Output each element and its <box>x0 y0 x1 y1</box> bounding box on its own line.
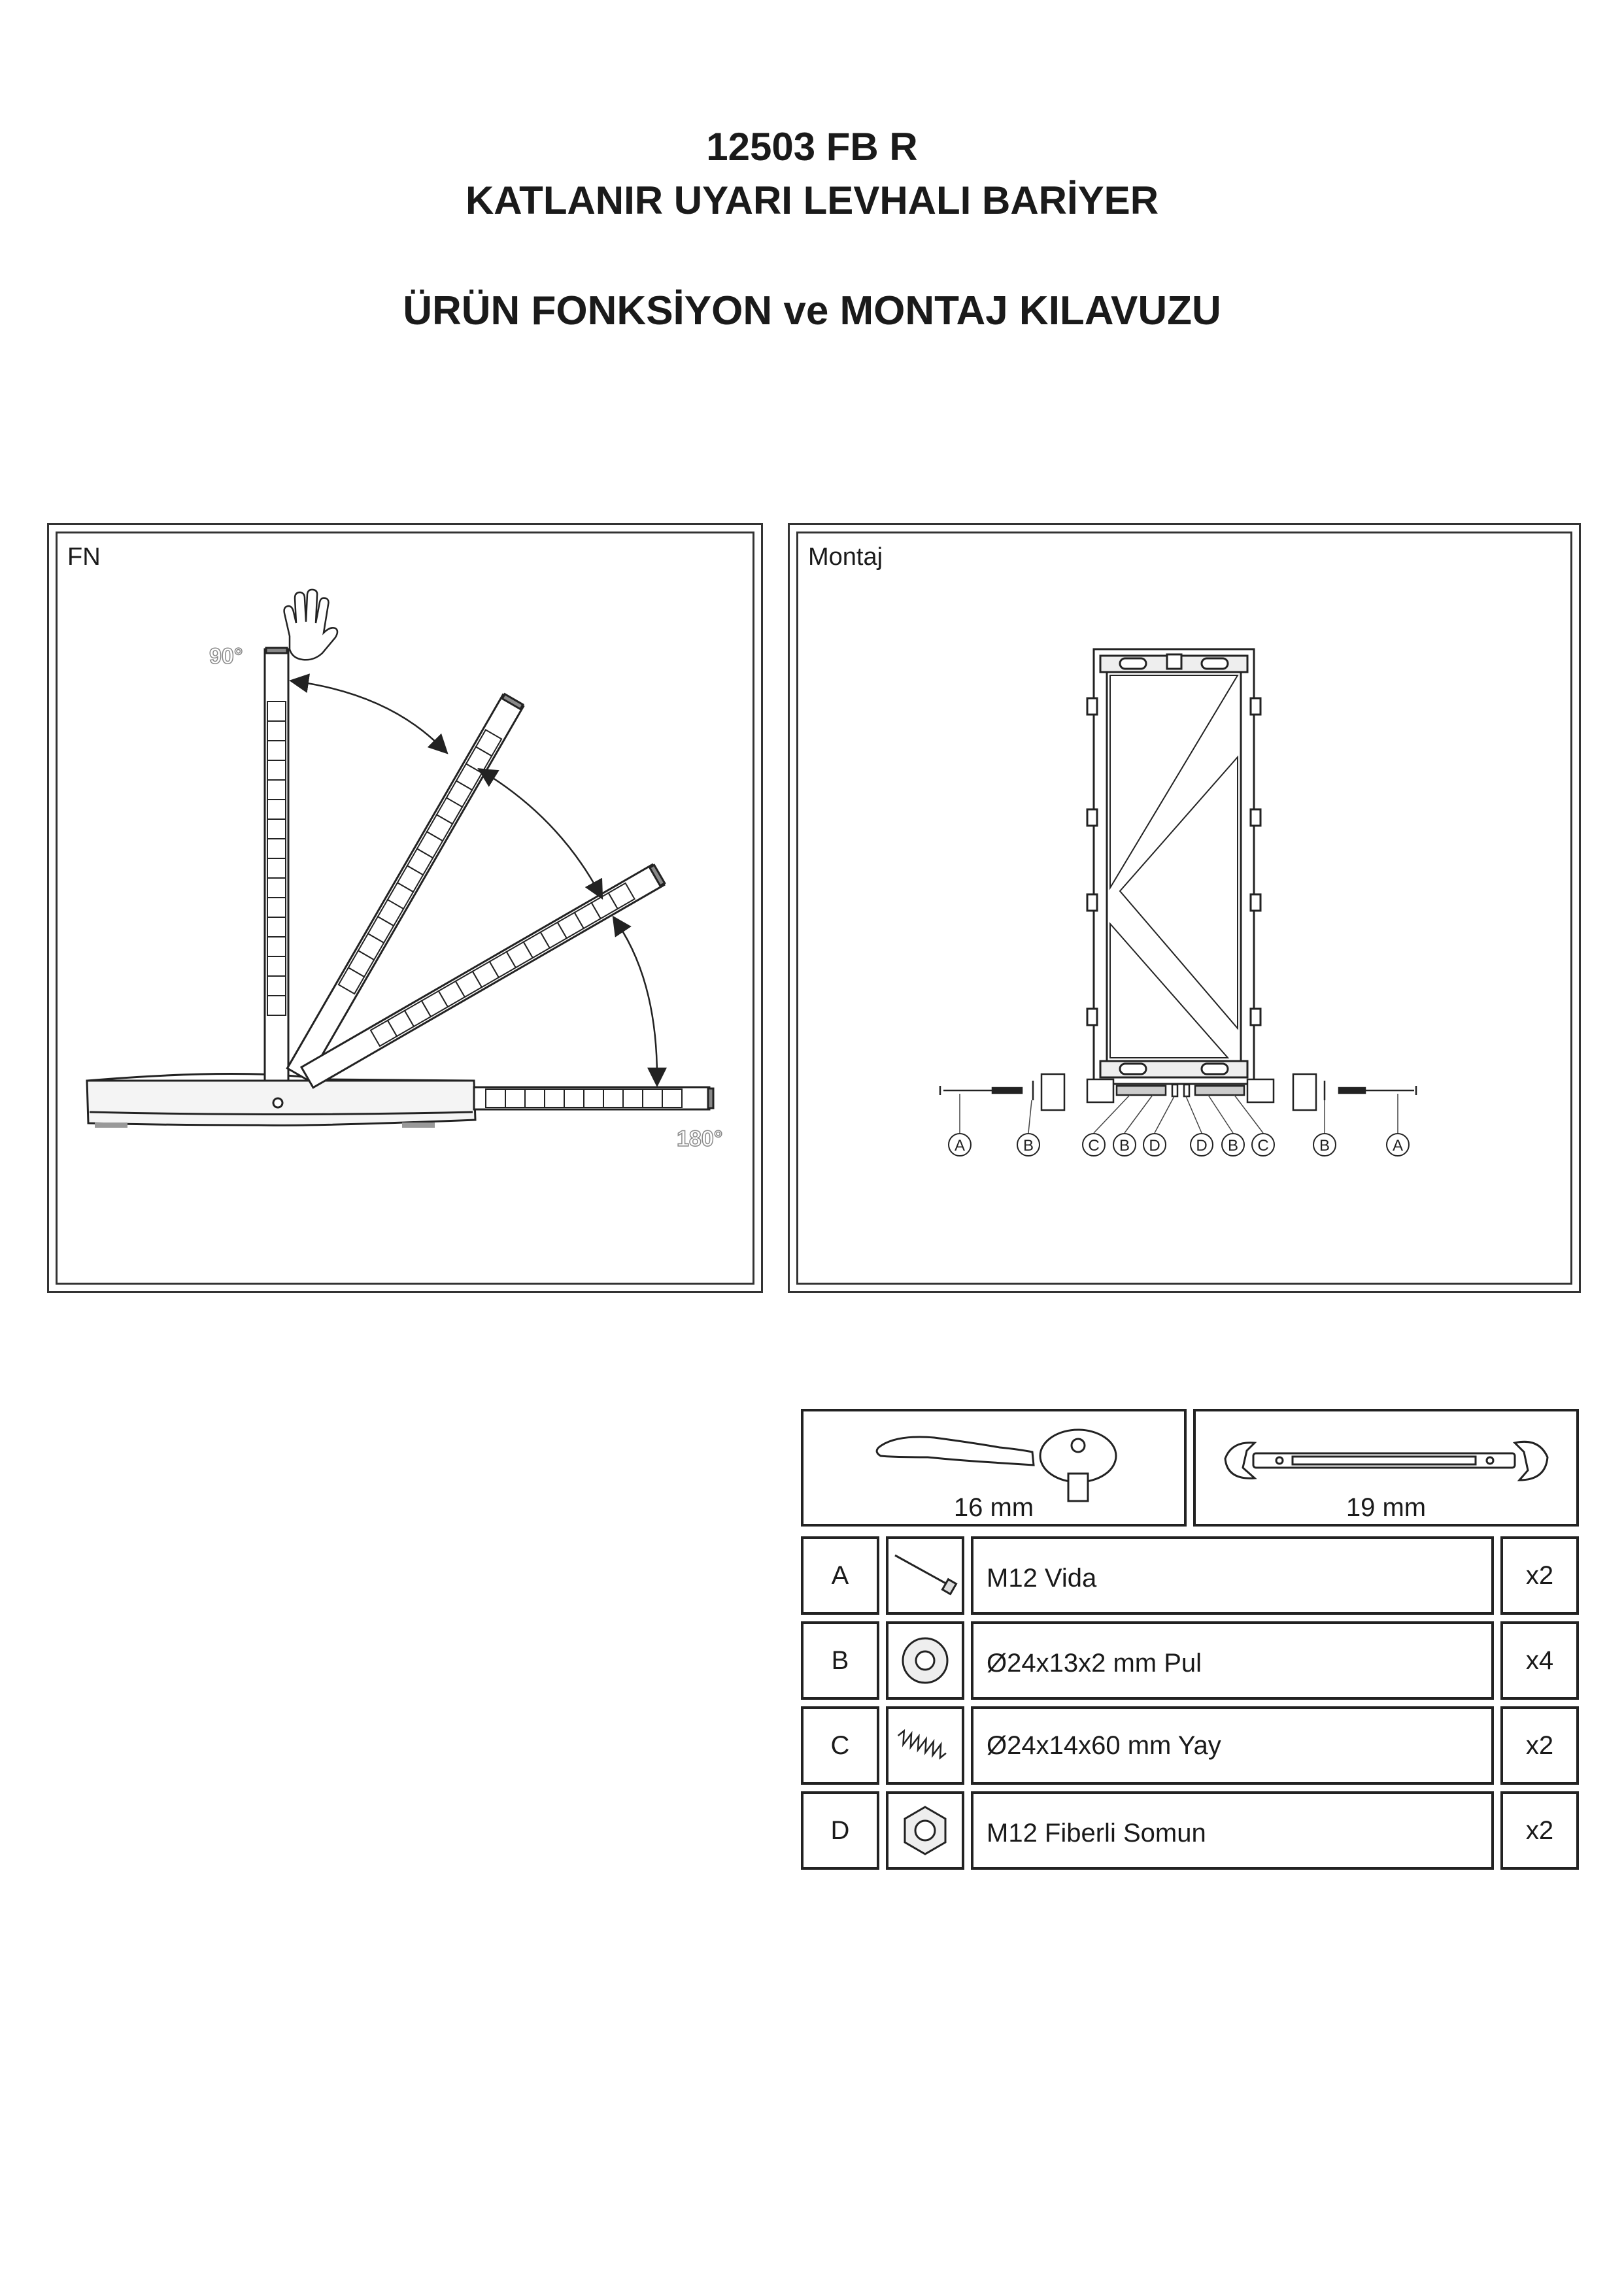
part-qty: x2 <box>1525 1730 1554 1760</box>
part-qty-cell: x4 <box>1500 1621 1579 1700</box>
pole-90-degree <box>263 647 290 1082</box>
part-code: C <box>830 1730 850 1760</box>
callout-label: B <box>1119 1137 1130 1155</box>
barrier-base <box>86 1072 477 1128</box>
part-description-cell: Ø24x14x60 mm Yay <box>971 1706 1494 1785</box>
part-qty-cell: x2 <box>1500 1536 1579 1615</box>
nut-icon <box>886 1791 964 1870</box>
ratchet-wrench-icon <box>875 1428 1117 1502</box>
part-qty-cell: x2 <box>1500 1791 1579 1870</box>
rotation-arrows <box>289 673 667 1087</box>
pole-30-degree <box>299 863 666 1089</box>
assembly-panel-label: Montaj <box>808 543 883 571</box>
product-name: KATLANIR UYARI LEVHALI BARİYER <box>465 178 1159 222</box>
part-code: D <box>830 1815 850 1845</box>
function-panel-frame <box>56 532 754 1285</box>
angle-90-label: 90° <box>209 644 243 669</box>
callout-label: D <box>1196 1137 1207 1155</box>
part-description-cell: Ø24x13x2 mm Pul <box>971 1621 1494 1700</box>
callout-label: C <box>1088 1137 1099 1155</box>
part-code-cell: A <box>801 1536 879 1615</box>
part-description: M12 Fiberli Somun <box>987 1819 1206 1848</box>
barrier-fold-illustration: 90° 180° <box>86 588 723 1152</box>
callout-label: B <box>1228 1137 1238 1155</box>
callout-circles <box>948 1133 1410 1156</box>
part-description-cell: M12 Fiberli Somun <box>971 1791 1494 1870</box>
hardware-row <box>939 1073 1417 1111</box>
tool-size-label: 19 mm <box>1345 1493 1427 1522</box>
part-description: M12 Vida <box>987 1564 1097 1593</box>
callout-label: B <box>1319 1137 1330 1155</box>
function-panel: FN <box>47 523 763 1293</box>
part-code: A <box>831 1561 849 1590</box>
sign-frame <box>1086 648 1262 1085</box>
angle-180-label: 180° <box>677 1126 722 1151</box>
part-qty: x4 <box>1525 1646 1554 1675</box>
assembly-panel-frame <box>796 532 1572 1285</box>
open-end-wrench-icon <box>1224 1440 1549 1481</box>
washer-icon <box>886 1621 964 1700</box>
assembly-panel: Montaj <box>788 523 1581 1293</box>
part-description: Ø24x13x2 mm Pul <box>987 1649 1202 1678</box>
part-qty-cell: x2 <box>1500 1706 1579 1785</box>
callout-label: A <box>1393 1137 1403 1155</box>
pole-180-degree <box>473 1086 715 1111</box>
callout-label: C <box>1257 1137 1268 1155</box>
part-code: B <box>831 1646 849 1675</box>
guide-title: ÜRÜN FONKSİYON ve MONTAJ KILAVUZU <box>403 288 1221 333</box>
part-qty: x2 <box>1525 1561 1554 1590</box>
tool-size-label: 16 mm <box>953 1493 1034 1522</box>
part-qty: x2 <box>1525 1815 1554 1845</box>
part-description: Ø24x14x60 mm Yay <box>987 1731 1221 1760</box>
sign-assembly-illustration: A B C B D D B C B A <box>939 648 1417 1156</box>
part-code-cell: D <box>801 1791 879 1870</box>
model-number: 12503 FB R <box>706 125 918 169</box>
hand-icon <box>283 588 339 661</box>
callout-label: A <box>955 1137 965 1155</box>
spring-icon <box>886 1706 964 1785</box>
tool-ratchet-cell: 16 mm <box>801 1409 1187 1527</box>
callout-label: B <box>1023 1137 1034 1155</box>
callout-label: D <box>1149 1137 1160 1155</box>
callout-leaders <box>959 1094 1398 1134</box>
tool-wrench-cell: 19 mm <box>1193 1409 1579 1527</box>
bolt-icon <box>886 1536 964 1615</box>
part-code-cell: C <box>801 1706 879 1785</box>
function-panel-label: FN <box>67 543 101 571</box>
part-description-cell: M12 Vida <box>971 1536 1494 1615</box>
part-code-cell: B <box>801 1621 879 1700</box>
pole-60-degree <box>286 692 525 1082</box>
